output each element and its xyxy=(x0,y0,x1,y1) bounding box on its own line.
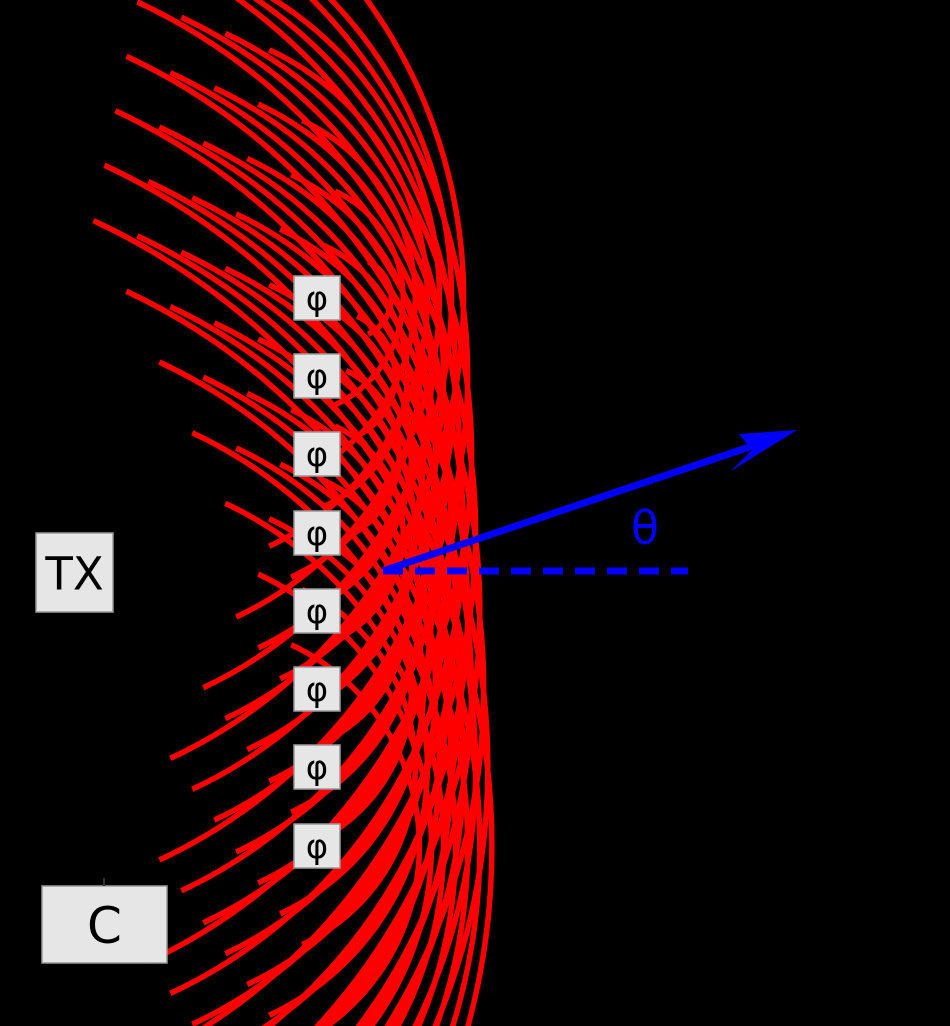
theta-angle-label: θ xyxy=(631,501,659,555)
phase-shifter-8[interactable]: φ xyxy=(293,823,341,869)
wavefront-arc xyxy=(301,586,418,948)
phase-shifter-box-1[interactable] xyxy=(293,275,341,321)
phase-shifter-6[interactable]: φ xyxy=(293,666,341,712)
controller-block[interactable]: C xyxy=(41,878,168,964)
phase-shifter-box-3[interactable] xyxy=(293,431,341,477)
phase-shifter-4[interactable]: φ xyxy=(293,510,341,556)
phase-shifter-2[interactable]: φ xyxy=(293,353,341,399)
phase-shifter-label-2: φ xyxy=(306,357,328,397)
phase-shifter-label-3: φ xyxy=(306,435,328,475)
wavefront-arc xyxy=(290,642,423,1026)
phase-shifter-box-6[interactable] xyxy=(293,666,341,712)
phase-shifter-label-8: φ xyxy=(306,827,328,867)
transmitter-label: TX xyxy=(44,548,103,601)
phase-shifter-5[interactable]: φ xyxy=(293,588,341,634)
transmitter-block[interactable]: TX xyxy=(35,532,114,613)
phase-shifter-7[interactable]: φ xyxy=(293,744,341,790)
beam-arrow-shaft xyxy=(381,436,772,575)
phase-shifter-box-8[interactable] xyxy=(293,823,341,869)
phase-shifter-label-5: φ xyxy=(306,592,328,632)
phase-shifter-1[interactable]: φ xyxy=(293,275,341,321)
wavefront-arc xyxy=(257,571,435,1026)
phase-shifter-3[interactable]: φ xyxy=(293,431,341,477)
wavefront-group xyxy=(92,0,495,1026)
beam-arrow-head xyxy=(731,430,797,471)
controller-box[interactable] xyxy=(41,885,168,964)
controller-label: C xyxy=(87,897,122,955)
beam-direction-arrow xyxy=(381,430,797,575)
phase-shifter-label-1: φ xyxy=(306,279,328,319)
phase-shifter-box-4[interactable] xyxy=(293,510,341,556)
phase-shifter-label-4: φ xyxy=(306,514,328,554)
wavefront-arc xyxy=(224,500,447,1026)
transmitter-box[interactable] xyxy=(35,532,114,613)
phase-shifter-label-7: φ xyxy=(306,748,328,788)
wavefront-arc xyxy=(268,516,431,1018)
phase-shifter-box-5[interactable] xyxy=(293,588,341,634)
wavefront-arc xyxy=(125,288,483,1026)
phase-shifter-box-7[interactable] xyxy=(293,744,341,790)
phase-shifter-label-6: φ xyxy=(306,670,328,710)
phase-shifter-box-2[interactable] xyxy=(293,353,341,399)
